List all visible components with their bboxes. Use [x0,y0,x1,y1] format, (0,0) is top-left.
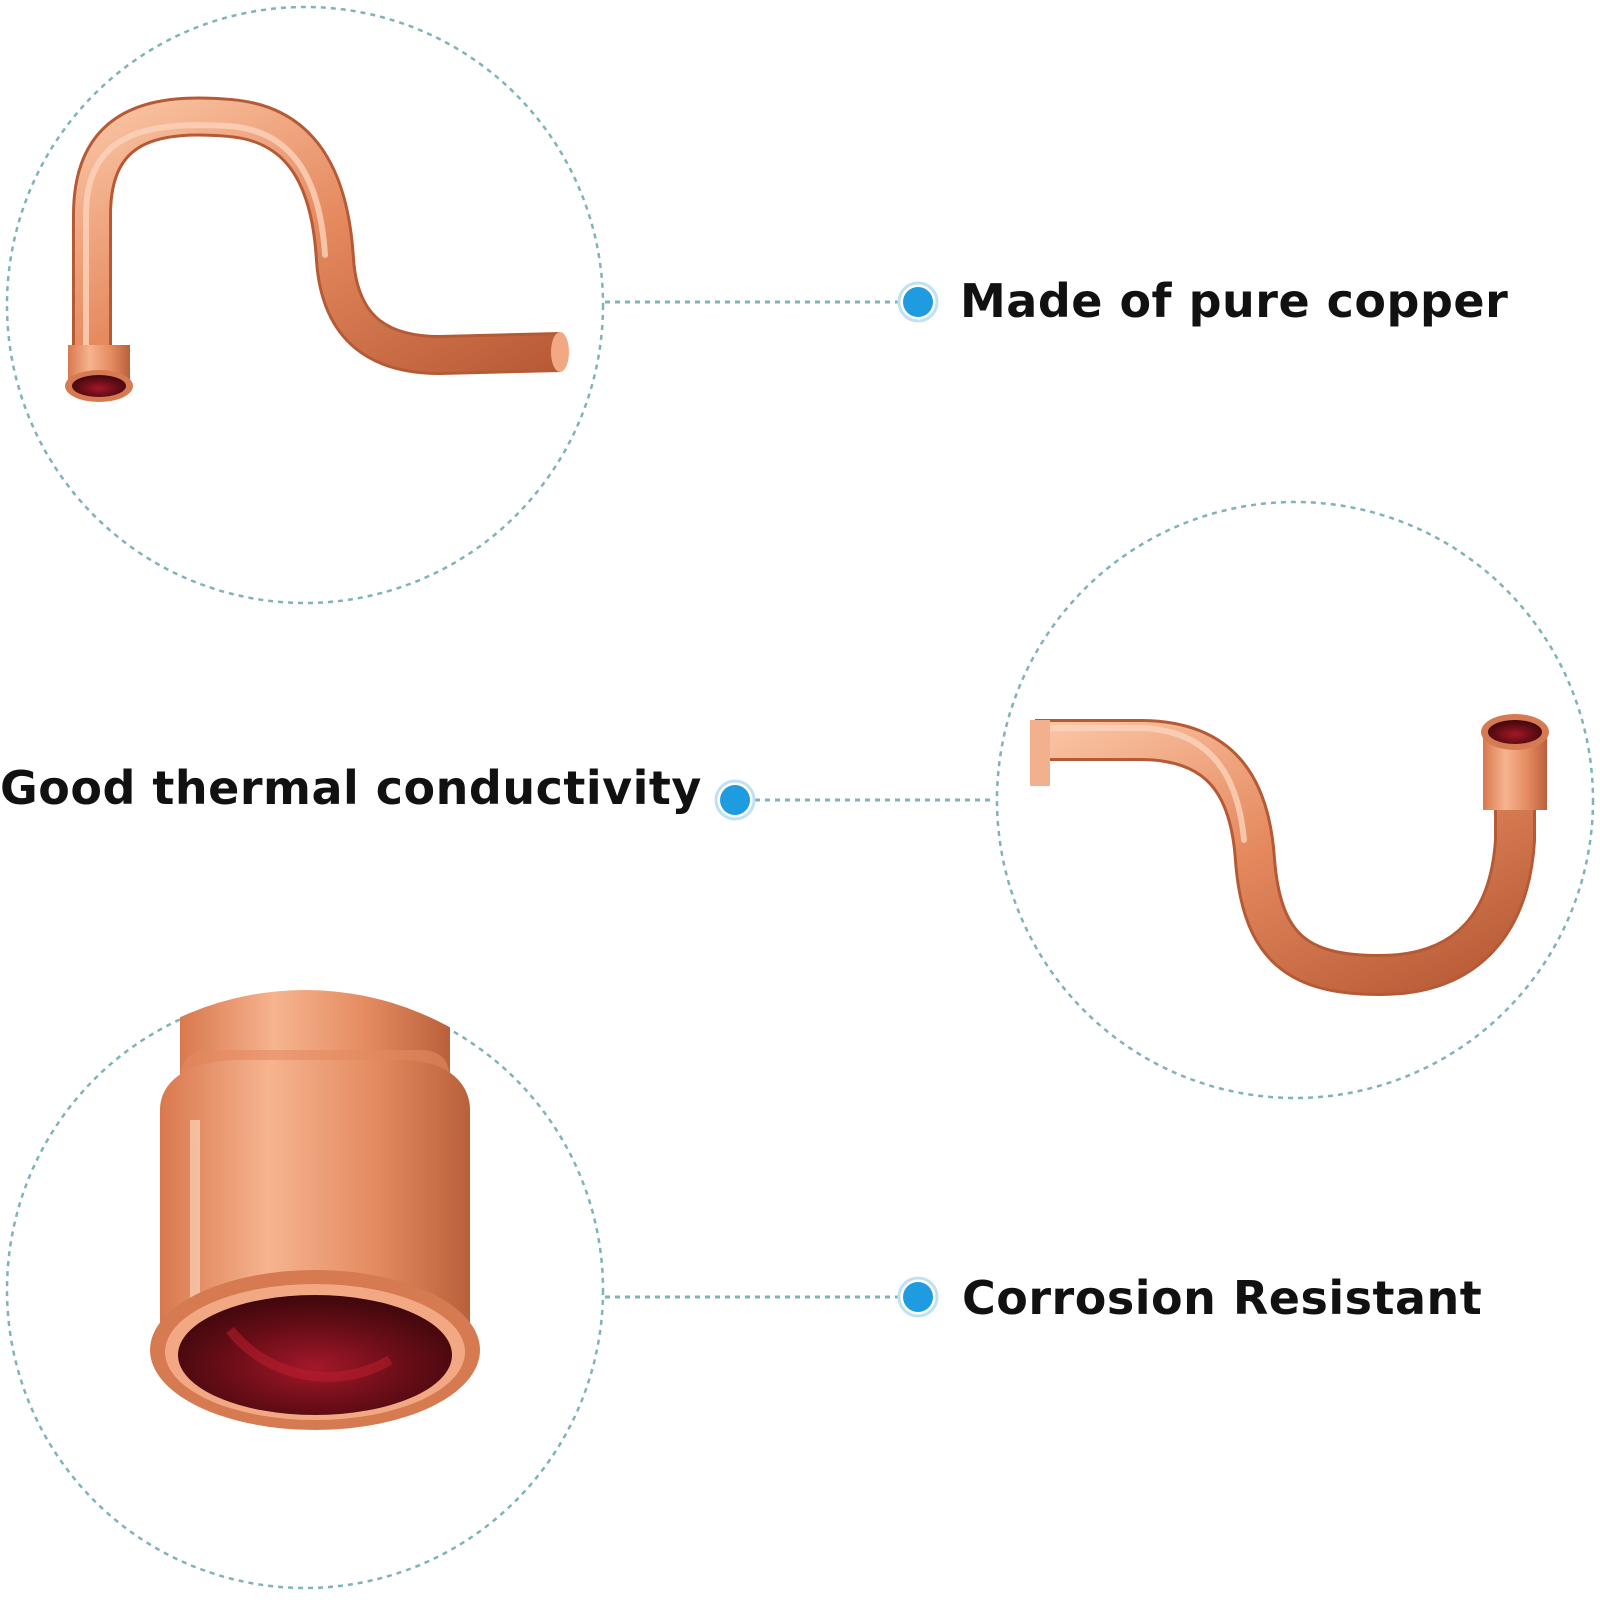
feature-circle-corrosion [5,990,605,1590]
u-pipe-image [1030,714,1549,997]
feature-label-pure-copper: Made of pure copper [960,274,1509,328]
s-pipe-image [65,96,569,402]
bullet-dot [903,287,933,317]
feature-circle-copper [5,5,605,605]
feature-circle-thermal [995,500,1595,1100]
pipe-end-image [150,990,480,1430]
connector-corrosion [605,1276,939,1318]
bullet-dot [720,785,750,815]
connector-copper [605,281,939,323]
bullet-dot [903,1282,933,1312]
feature-label-thermal-conductivity: Good thermal conductivity [0,761,702,815]
feature-label-corrosion-resistant: Corrosion Resistant [962,1271,1483,1325]
connector-thermal [714,779,995,821]
